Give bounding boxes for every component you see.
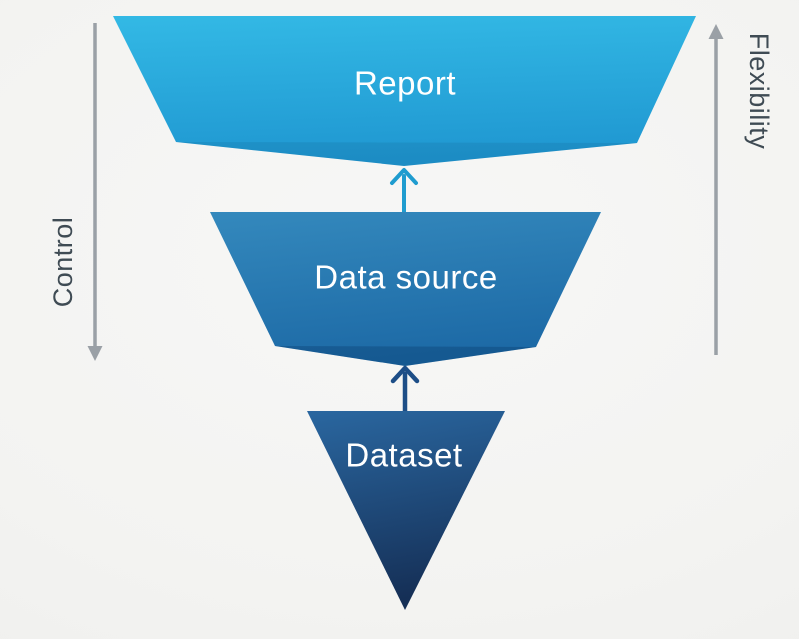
control-label: Control <box>48 217 78 308</box>
arrow-datasource-to-report-icon <box>390 168 418 221</box>
control-axis: Control <box>48 23 103 361</box>
datasource-shape <box>210 212 601 366</box>
flexibility-axis: Flexibility <box>708 24 774 355</box>
flexibility-axis-arrowhead-up-icon <box>708 24 724 39</box>
report-shape-facet <box>176 142 637 166</box>
datasource-level: Data source <box>210 212 601 366</box>
dataset-shape <box>307 411 505 610</box>
datasource-label: Data source <box>314 259 497 296</box>
report-label: Report <box>354 65 456 102</box>
dataset-label: Dataset <box>345 437 462 474</box>
arrow-dataset-to-datasource-icon <box>390 365 420 417</box>
report-level: Report <box>113 16 696 166</box>
report-shape <box>113 16 696 166</box>
control-axis-arrowhead-down-icon <box>87 346 103 361</box>
datasource-shape-facet <box>275 346 536 366</box>
dataset-level: Dataset <box>307 411 505 610</box>
flexibility-label: Flexibility <box>744 33 774 150</box>
